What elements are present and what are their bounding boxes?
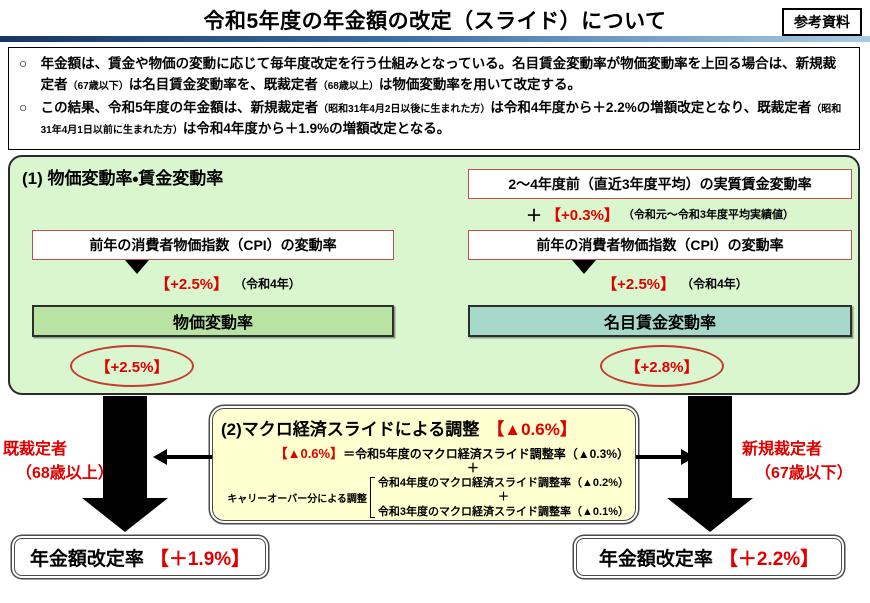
cpi-note-right: （令和4年） xyxy=(681,276,748,291)
carry-over-label: キャリーオーバー分による調整 xyxy=(227,494,367,506)
existing-pensioner-line2: （68歳以上） xyxy=(16,465,114,482)
real-wage-change-box: 2～4年度前（直近3年度平均）の実質賃金変動率 xyxy=(468,169,852,199)
down-arrow-icon xyxy=(125,260,150,292)
macro-slide-adjustment-box: (2)マクロ経済スライドによる調整【▲0.6%】 【▲0.6%】＝令和5年度のマ… xyxy=(212,408,636,521)
intro-bullet-1: ○ 年金額は、賃金や物価の変動に応じて毎年度改定を行う仕組みとなっている。名目賃… xyxy=(19,56,837,92)
cpi-change-box-right: 前年の消費者物価指数（CPI）の変動率 xyxy=(468,230,852,260)
right-arrow-icon xyxy=(636,449,695,465)
new-pensioner-line1: 新規裁定者 xyxy=(742,441,823,458)
price-change-result-ellipse: 【+2.5%】 xyxy=(70,345,194,387)
cpi-arrow-row-left: 【+2.5%】 （令和4年） xyxy=(32,260,394,302)
big-down-arrow-left xyxy=(103,396,147,499)
macro-heading-value: 【▲0.6%】 xyxy=(487,420,577,439)
macro-equation-rest: ＝令和5年度のマクロ経済スライド調整率（▲0.3%） xyxy=(343,447,629,461)
title-divider xyxy=(0,36,870,42)
carry-over-bracket xyxy=(369,477,375,519)
result-label-left: 年金額改定率 xyxy=(29,548,144,570)
section1-heading: (1) 物価変動率・賃金変動率 xyxy=(22,169,224,188)
cpi-note-left: （令和4年） xyxy=(234,276,301,291)
macro-plus-1: ＋ xyxy=(466,461,479,475)
reference-material-badge: 参考資料 xyxy=(782,8,862,36)
macro-plus-2: ＋ xyxy=(497,491,509,504)
real-wage-value: 【+0.3%】 xyxy=(545,206,619,224)
down-arrow-icon xyxy=(572,260,597,292)
result-label-right: 年金額改定率 xyxy=(598,548,713,570)
nominal-wage-change-rate-bar: 名目賃金変動率 xyxy=(468,305,852,337)
new-pensioner-label: 新規裁定者 （67歳以下） xyxy=(742,438,853,486)
macro-heading: (2)マクロ経済スライドによる調整【▲0.6%】 xyxy=(221,415,629,440)
cpi-arrow-row-right: 【+2.5%】 （令和4年） xyxy=(468,260,852,302)
pension-revision-rate-right: 年金額改定率 【＋2.2%】 xyxy=(576,538,842,576)
price-change-rate-bar: 物価変動率 xyxy=(32,305,394,337)
existing-pensioner-label: 既裁定者 （68歳以上） xyxy=(3,438,114,486)
carry-over-lines: 令和4年度のマクロ経済スライド調整率（▲0.2%） ＋ 令和3年度のマクロ経済ス… xyxy=(378,476,629,519)
big-down-arrow-right-head xyxy=(667,498,753,532)
big-down-arrow-right xyxy=(688,396,732,499)
wage-change-result-ellipse: 【+2.8%】 xyxy=(600,345,724,387)
cpi-value-right: 【+2.5%】 xyxy=(602,275,676,293)
new-pensioner-line2: （67歳以下） xyxy=(755,465,853,482)
cpi-change-box-left: 前年の消費者物価指数（CPI）の変動率 xyxy=(32,230,394,260)
carry-over-line-1: 令和4年度のマクロ経済スライド調整率（▲0.2%） xyxy=(377,477,629,490)
intro-bullet-2: ○ この結果、令和5年度の年金額は、新規裁定者（昭和31年4月2日以後に生まれた… xyxy=(19,99,842,136)
section1-panel: (1) 物価変動率・賃金変動率 2～4年度前（直近3年度平均）の実質賃金変動率 … xyxy=(8,155,860,395)
macro-equation-line: 【▲0.6%】＝令和5年度のマクロ経済スライド調整率（▲0.3%） xyxy=(219,443,629,462)
macro-equation-value: 【▲0.6%】 xyxy=(274,446,344,461)
real-wage-note: （令和元～令和3年度平均実績値） xyxy=(622,209,795,221)
page-title: 令和5年度の年金額の改定（スライド）について xyxy=(203,10,667,33)
carry-over-row: キャリーオーバー分による調整 令和4年度のマクロ経済スライド調整率（▲0.2%）… xyxy=(219,476,629,519)
left-arrow-icon xyxy=(153,449,212,465)
result-value-right: 【＋2.2%】 xyxy=(718,548,820,570)
macro-heading-text: (2)マクロ経済スライドによる調整 xyxy=(221,420,480,439)
result-value-left: 【＋1.9%】 xyxy=(149,548,251,570)
real-wage-value-row: ＋ 【+0.3%】 （令和元～令和3年度平均実績値） xyxy=(468,203,852,226)
intro-summary-box: ○ 年金額は、賃金や物価の変動に応じて毎年度改定を行う仕組みとなっている。名目賃… xyxy=(8,47,860,150)
big-down-arrow-left-head xyxy=(82,498,168,532)
existing-pensioner-line1: 既裁定者 xyxy=(3,441,68,458)
pension-revision-rate-left: 年金額改定率 【＋1.9%】 xyxy=(14,538,266,576)
carry-over-line-2: 令和3年度のマクロ経済スライド調整率（▲0.1%） xyxy=(377,505,629,518)
plus-sign: ＋ xyxy=(525,208,542,225)
cpi-value-left: 【+2.5%】 xyxy=(155,275,229,293)
